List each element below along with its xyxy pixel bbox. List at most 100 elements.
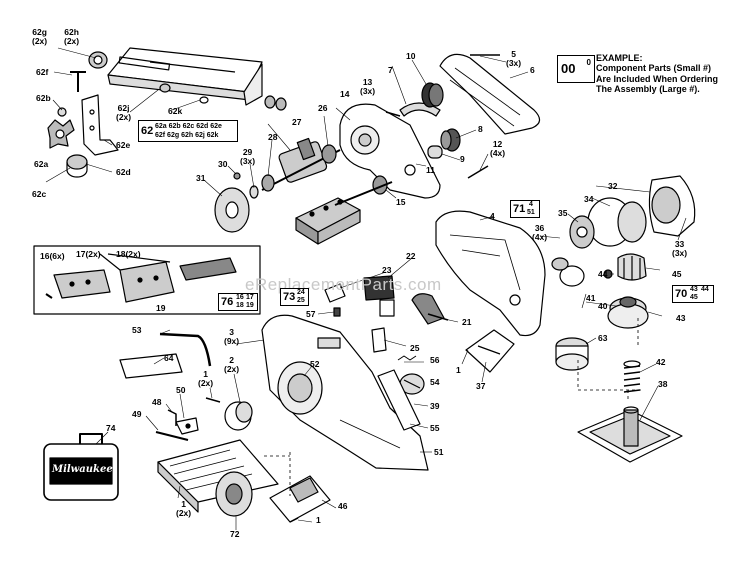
lever-50 (175, 417, 199, 435)
front-shoe-72 (157, 439, 279, 517)
label-21: 21 (462, 317, 472, 327)
washer-29 (249, 185, 259, 199)
depth-dial-63 (555, 337, 589, 371)
pin-49 (155, 431, 189, 441)
dashed-guides (577, 318, 642, 400)
screw-1c (289, 517, 299, 523)
label-26: 26 (318, 103, 328, 113)
bearing-28 (261, 174, 275, 192)
contact-25 (371, 327, 387, 353)
label-34: 34 (584, 194, 594, 204)
label-62j: 62j (2x) (116, 103, 132, 122)
label-54: 54 (430, 377, 440, 387)
assembly-71-box: 71 4 51 (510, 200, 540, 218)
label-63: 63 (598, 333, 608, 343)
dashed-guide-shoe (264, 452, 291, 496)
assembly-73-sub-2: 25 (297, 297, 305, 304)
screw-1 (205, 397, 221, 403)
label-62e: 62e (116, 140, 131, 150)
label-25: 25 (410, 343, 420, 353)
label-62g: 62g (2x) (32, 27, 48, 46)
gear-pulley-8 (440, 128, 461, 152)
label-62f: 62f (36, 67, 49, 77)
label-1-housing: 1 (456, 365, 461, 375)
example-big-number: 00 (561, 61, 576, 76)
motor-can-34 (587, 197, 647, 247)
brush-35 (569, 215, 595, 249)
assembly-62-number: 62 (141, 125, 154, 137)
label-10: 10 (406, 51, 416, 61)
washer-62b (57, 107, 67, 117)
assembly-76-sub-1: 16 (236, 294, 244, 301)
screw-62f (70, 71, 86, 92)
assembly-73-number: 73 (283, 291, 296, 303)
fan-housing-32 (648, 175, 696, 237)
blade-kit-box-76 (33, 245, 261, 315)
rod-53 (159, 332, 212, 367)
knob-45 (617, 253, 647, 281)
label-62k: 62k (168, 106, 183, 116)
label-51: 51 (434, 447, 444, 457)
label-62a: 62a (34, 159, 49, 169)
housing-71 (435, 210, 546, 337)
label-53: 53 (132, 325, 142, 335)
assembly-71-sub-1: 4 (529, 201, 533, 208)
label-41: 41 (586, 293, 596, 303)
watermark-text: eReplacementParts.com (245, 275, 442, 294)
label-64: 64 (164, 353, 174, 363)
assembly-76-number: 76 (221, 296, 234, 308)
example-box: 00 0 (557, 55, 595, 83)
adjust-bracket-part (107, 47, 263, 106)
label-62b: 62b (36, 93, 51, 103)
screw-30 (233, 172, 241, 180)
label-2: 2 (2x) (224, 355, 240, 374)
label-15: 15 (396, 197, 406, 207)
label-48: 48 (152, 397, 162, 407)
label-29: 29 (3x) (240, 147, 256, 166)
cutter-head (295, 181, 393, 245)
label-42: 42 (656, 357, 666, 367)
trigger-21 (411, 293, 449, 325)
assembly-76-sub-4: 19 (246, 302, 254, 309)
label-31: 31 (196, 173, 206, 183)
label-11: 11 (426, 165, 435, 175)
label-36: 36 (4x) (532, 223, 548, 242)
carry-case-74 (43, 433, 119, 501)
label-46: 46 (338, 501, 348, 511)
brush-holder-23 (324, 283, 346, 303)
screw-12 (467, 165, 489, 179)
label-28: 28 (268, 132, 278, 142)
label-74: 74 (106, 423, 116, 433)
example-small-number: 0 (586, 58, 591, 67)
label-14: 14 (340, 89, 350, 99)
ring-x (551, 257, 585, 287)
label-38: 38 (658, 379, 668, 389)
assembly-70-sub-3: 45 (690, 294, 698, 301)
assembly-70-sub-1: 43 (690, 286, 698, 293)
label-52: 52 (310, 359, 320, 369)
pulley-10 (421, 82, 444, 108)
spring-56 (397, 355, 417, 361)
label-50: 50 (176, 385, 186, 395)
label-62d: 62d (116, 167, 131, 177)
label-62c: 62c (32, 189, 47, 199)
leader-lines (45, 47, 687, 530)
label-40: 40 (598, 301, 608, 311)
assembly-73-box: 73 24 25 (280, 288, 309, 306)
label-1-sole: 1 (316, 515, 321, 525)
bearing-26 (321, 144, 337, 164)
gear-cap-2 (224, 401, 253, 431)
label-6: 6 (530, 65, 535, 75)
hook-48 (167, 409, 177, 426)
assembly-73-sub-1: 24 (297, 289, 305, 296)
label-12: 12 (4x) (490, 139, 506, 158)
spacer-62c (66, 154, 88, 178)
assembly-76-box: 76 16 17 18 19 (218, 293, 258, 311)
example-text: EXAMPLE: Component Parts (Small #) Are I… (596, 53, 719, 95)
assembly-62-row-1: 62a 62b 62c 62d 62e (155, 123, 222, 130)
assembly-71-sub-2: 51 (527, 209, 535, 216)
label-55: 55 (430, 423, 440, 433)
label-8: 8 (478, 124, 483, 134)
label-16: 16(6x) (40, 251, 65, 261)
